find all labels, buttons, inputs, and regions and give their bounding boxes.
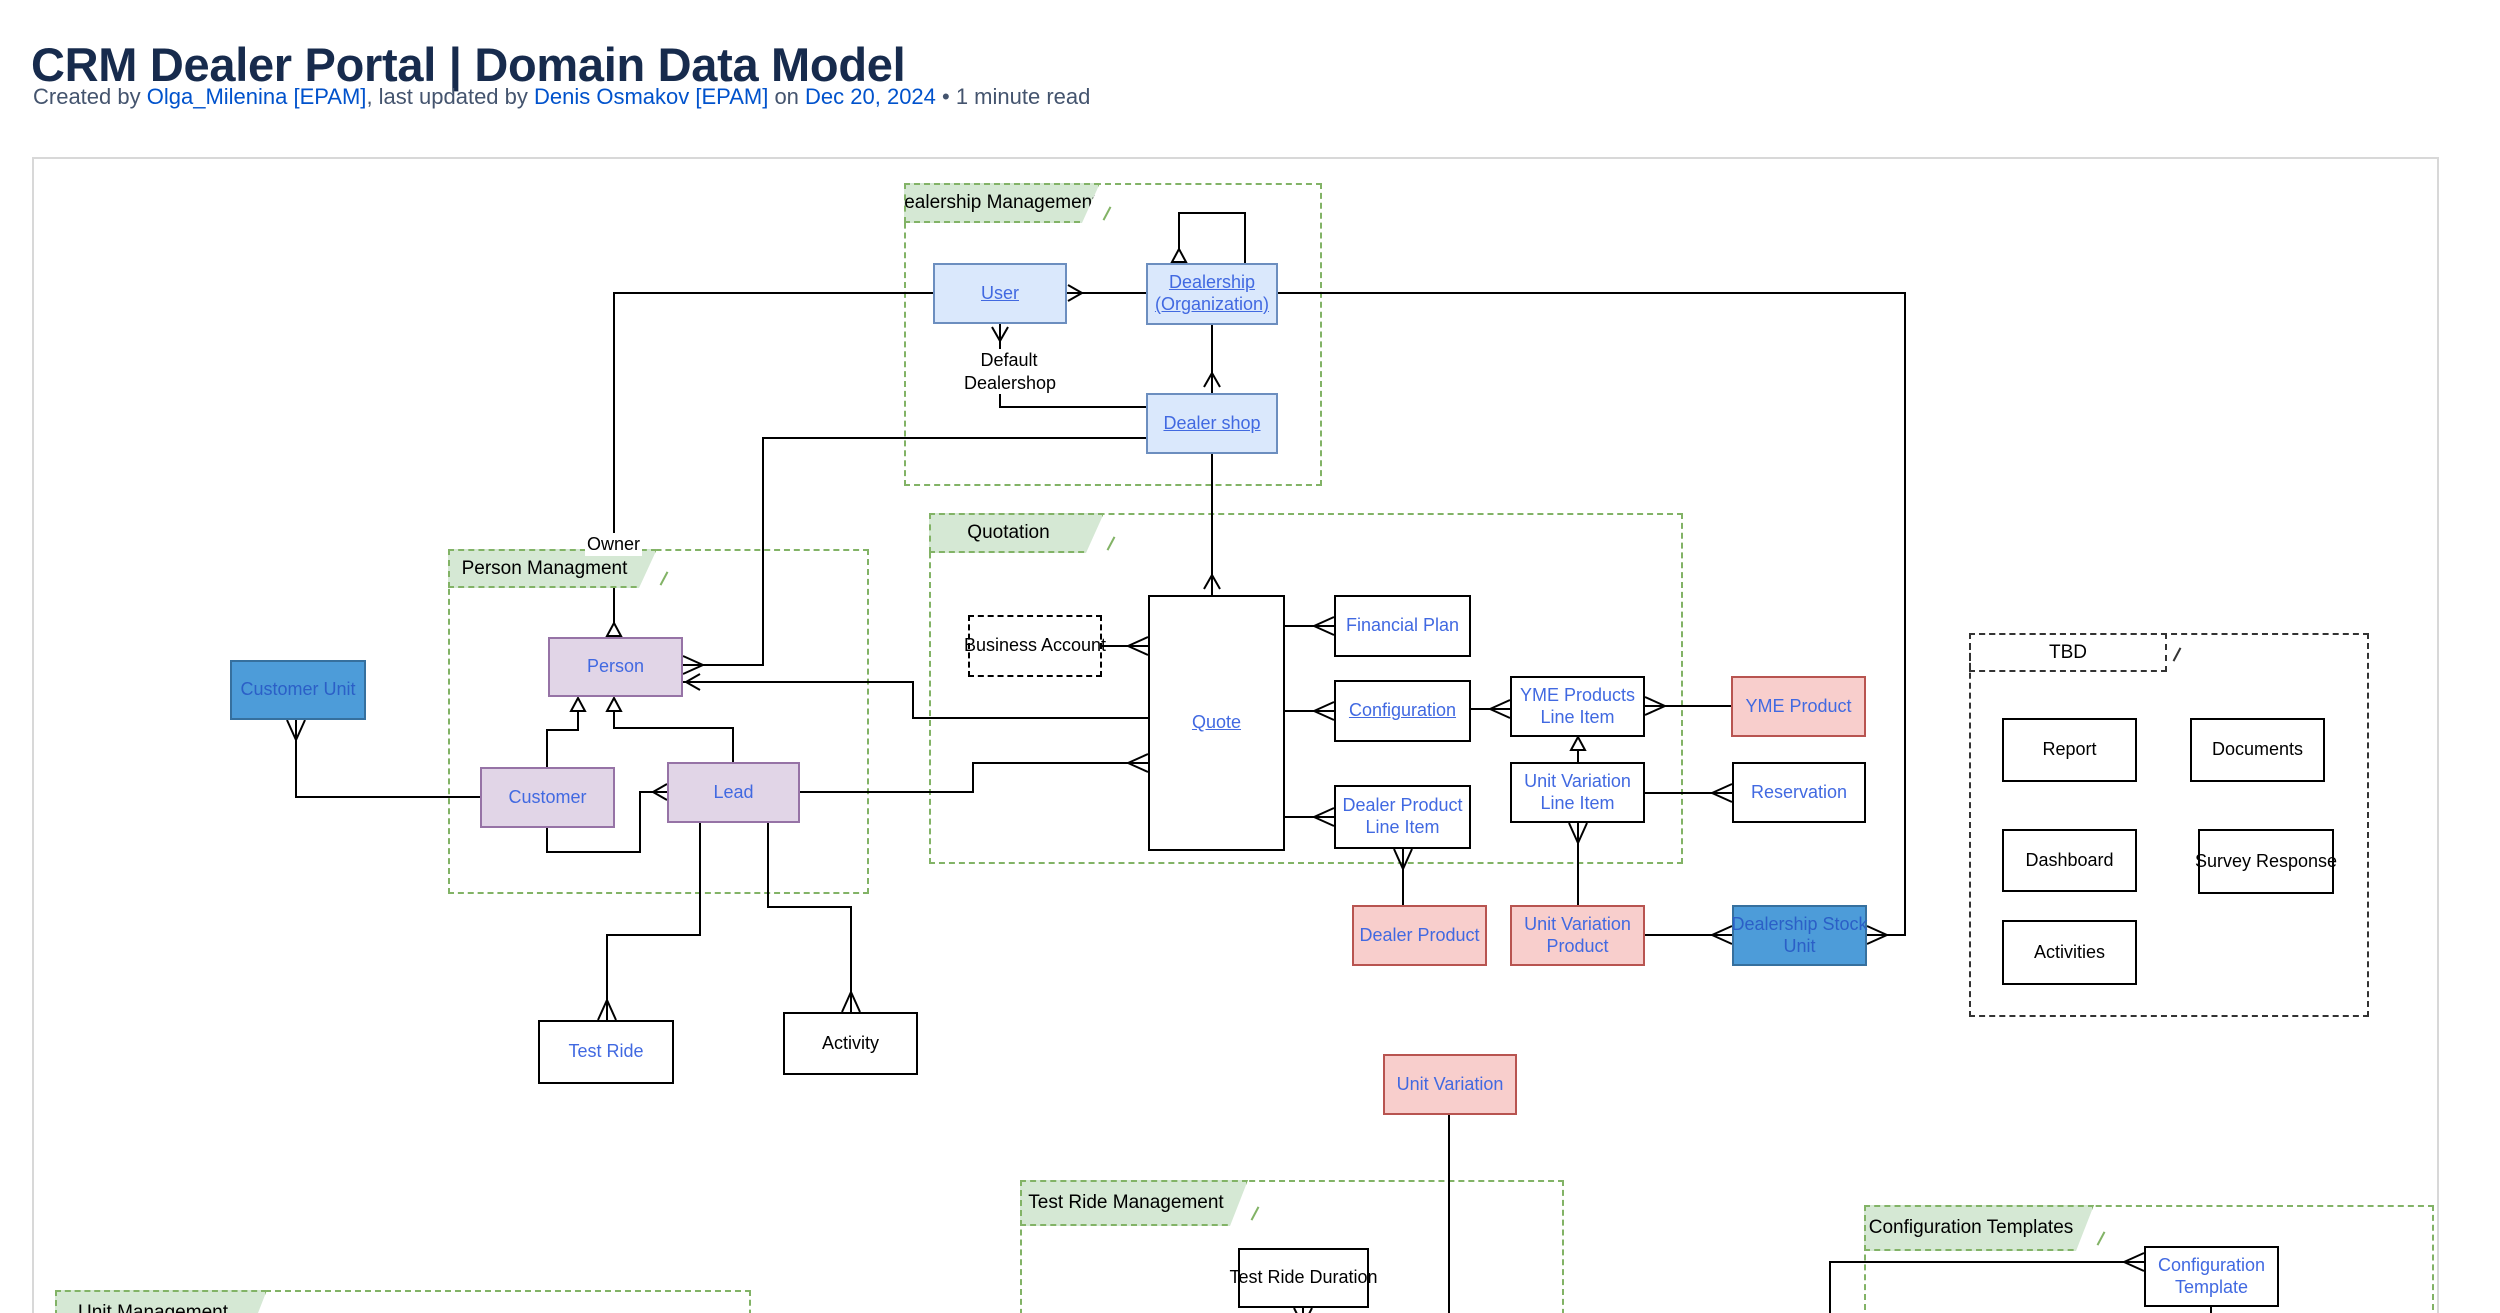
byline-middle: , last updated by [366, 84, 534, 109]
group-label-quotation: Quotation [929, 513, 1104, 553]
editor-link[interactable]: Denis Osmakov [EPAM] [534, 84, 769, 109]
entity-dashboard: Dashboard [2002, 829, 2137, 892]
entity-customer: Customer [480, 767, 615, 828]
entity-business-account: Business Account [964, 615, 1106, 677]
date-link[interactable]: Dec 20, 2024 [805, 84, 936, 109]
entity-lead: Lead [667, 762, 800, 823]
entity-quote[interactable]: Quote [1148, 595, 1285, 851]
group-label-person-management: Person Managment [448, 549, 657, 588]
group-tbd [1969, 633, 2369, 1017]
group-label-tbd: TBD [1969, 633, 2167, 672]
entity-documents: Documents [2190, 718, 2325, 782]
page-title: CRM Dealer Portal | Domain Data Model [31, 38, 906, 92]
author-link[interactable]: Olga_Milenina [EPAM] [146, 84, 367, 109]
group-person-management [448, 549, 869, 894]
entity-unit-variation-product: Unit Variation Product [1510, 905, 1645, 966]
entity-activity: Activity [783, 1012, 918, 1075]
entity-user[interactable]: User [933, 263, 1067, 324]
byline-prefix: Created by [33, 84, 147, 109]
edge-label-owner: Owner [585, 533, 643, 556]
entity-dealer-product-line-item: Dealer Product Line Item [1334, 785, 1471, 849]
entity-dealer-product: Dealer Product [1352, 905, 1487, 966]
group-label-test-ride-management: Test Ride Management [1020, 1180, 1248, 1226]
entity-yme-product: YME Product [1731, 676, 1866, 737]
group-label-dealership-management: Dealership Management [904, 183, 1100, 223]
entity-financial-plan: Financial Plan [1334, 595, 1471, 657]
edge-label-default-dealershop: Default Dealershop [962, 349, 1057, 394]
entity-reservation: Reservation [1732, 762, 1866, 823]
entity-configuration-template: Configuration Template [2144, 1246, 2279, 1307]
group-label-unit-management: Unit Management [55, 1290, 267, 1313]
byline-on: on [768, 84, 806, 109]
entity-configuration[interactable]: Configuration [1334, 680, 1471, 742]
byline: Created by Olga_Milenina [EPAM], last up… [33, 84, 1090, 110]
entity-report: Report [2002, 718, 2137, 782]
entity-unit-variation: Unit Variation [1383, 1054, 1517, 1115]
entity-activities: Activities [2002, 920, 2137, 985]
entity-customer-unit: Customer Unit [230, 660, 366, 720]
entity-test-ride: Test Ride [538, 1020, 674, 1084]
entity-dealership-organization[interactable]: Dealership (Organization) [1146, 263, 1278, 325]
entity-unit-variation-line-item: Unit Variation Line Item [1510, 762, 1645, 823]
group-label-configuration-templates: Configuration Templates [1864, 1205, 2094, 1251]
entity-dealer-shop[interactable]: Dealer shop [1146, 393, 1278, 454]
entity-yme-products-line-item: YME Products Line Item [1510, 676, 1645, 737]
byline-suffix: • 1 minute read [935, 84, 1091, 109]
entity-survey-response: Survey Response [2195, 829, 2337, 894]
entity-person: Person [548, 637, 683, 697]
group-test-ride-management [1020, 1180, 1564, 1313]
entity-dealership-stock-unit: Dealership Stock Unit [1731, 905, 1868, 966]
entity-test-ride-duration: Test Ride Duration [1229, 1248, 1378, 1308]
